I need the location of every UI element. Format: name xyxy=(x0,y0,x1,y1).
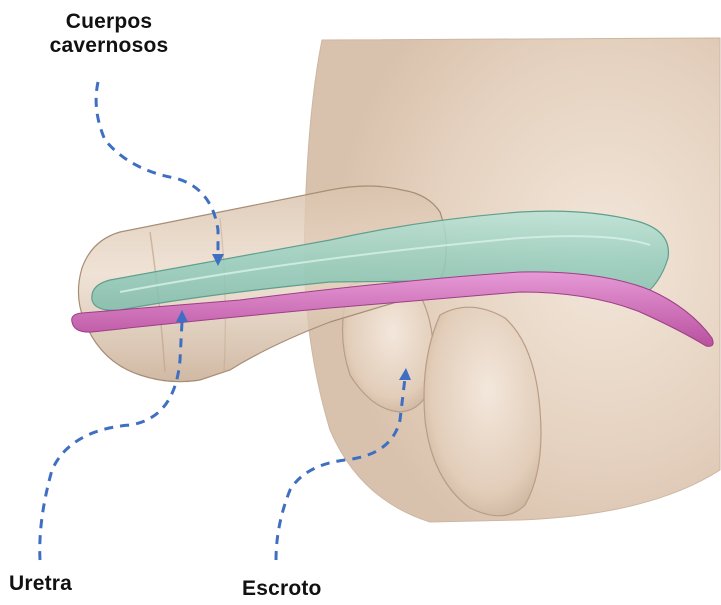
label-scrotum: Escroto xyxy=(242,577,322,601)
label-corpora-cavernosa: Cuerpos cavernosos xyxy=(30,10,188,58)
label-corpora-line1: Cuerpos xyxy=(30,10,188,34)
label-urethra: Uretra xyxy=(9,572,72,596)
label-corpora-line2: cavernosos xyxy=(30,34,188,58)
